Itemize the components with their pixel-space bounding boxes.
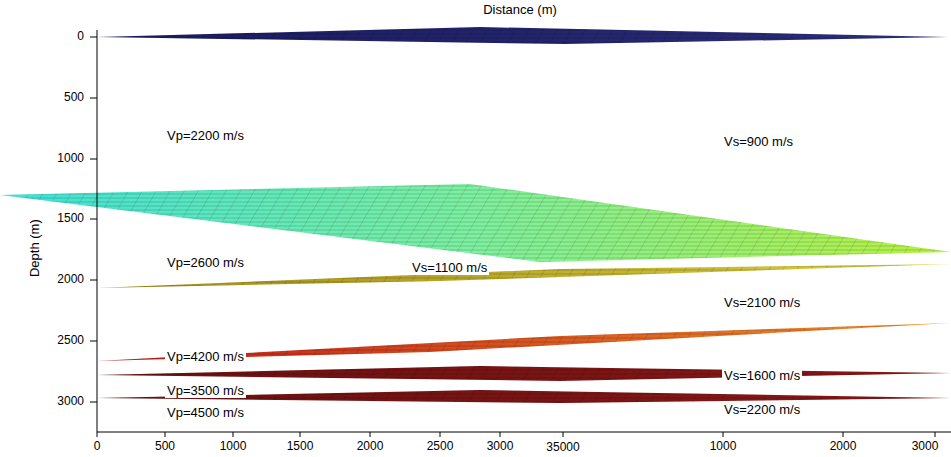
tick-label: 3000 xyxy=(912,440,939,453)
surface xyxy=(0,184,951,262)
tick-label: 2000 xyxy=(830,440,857,453)
tick-label: 2500 xyxy=(427,440,454,453)
surface-mesh xyxy=(97,27,948,44)
velocity-label: Vs=900 m/s xyxy=(722,135,795,149)
tick-label: 1500 xyxy=(287,440,314,453)
velocity-label: Vp=2200 m/s xyxy=(165,129,246,143)
tick-label: 500 xyxy=(64,91,84,104)
axis-title: Distance (m) xyxy=(483,3,557,17)
tick-label: 3000 xyxy=(487,440,514,453)
tick-label: 35000 xyxy=(546,441,579,454)
tick-label: 1500 xyxy=(57,212,84,225)
velocity-label: Vp=4200 m/s xyxy=(165,350,246,364)
tick-label: 1000 xyxy=(710,440,737,453)
axes xyxy=(90,30,951,437)
velocity-label: Vp=3500 m/s xyxy=(165,384,246,398)
velocity-label: Vs=2200 m/s xyxy=(722,403,802,417)
tick-label: 1000 xyxy=(220,440,247,453)
surface xyxy=(97,366,951,381)
tick-label: 3000 xyxy=(57,395,84,408)
surface-mesh xyxy=(0,184,951,262)
tick-label: 500 xyxy=(155,440,175,453)
velocity-label: Vs=1600 m/s xyxy=(722,369,802,383)
axis-title: Depth (m) xyxy=(28,219,42,277)
surface-mesh xyxy=(97,366,951,381)
tick-label: 2000 xyxy=(57,273,84,286)
velocity-label: Vp=4500 m/s xyxy=(165,406,246,420)
tick-label: 1000 xyxy=(57,152,84,165)
tick-label: 0 xyxy=(77,30,84,43)
velocity-label: Vs=2100 m/s xyxy=(722,296,802,310)
velocity-label: Vs=1100 m/s xyxy=(410,261,489,275)
surface xyxy=(97,27,948,44)
tick-label: 2000 xyxy=(357,440,384,453)
tick-label: 0 xyxy=(94,440,101,453)
velocity-label: Vp=2600 m/s xyxy=(165,256,246,270)
tick-label: 2500 xyxy=(57,334,84,347)
